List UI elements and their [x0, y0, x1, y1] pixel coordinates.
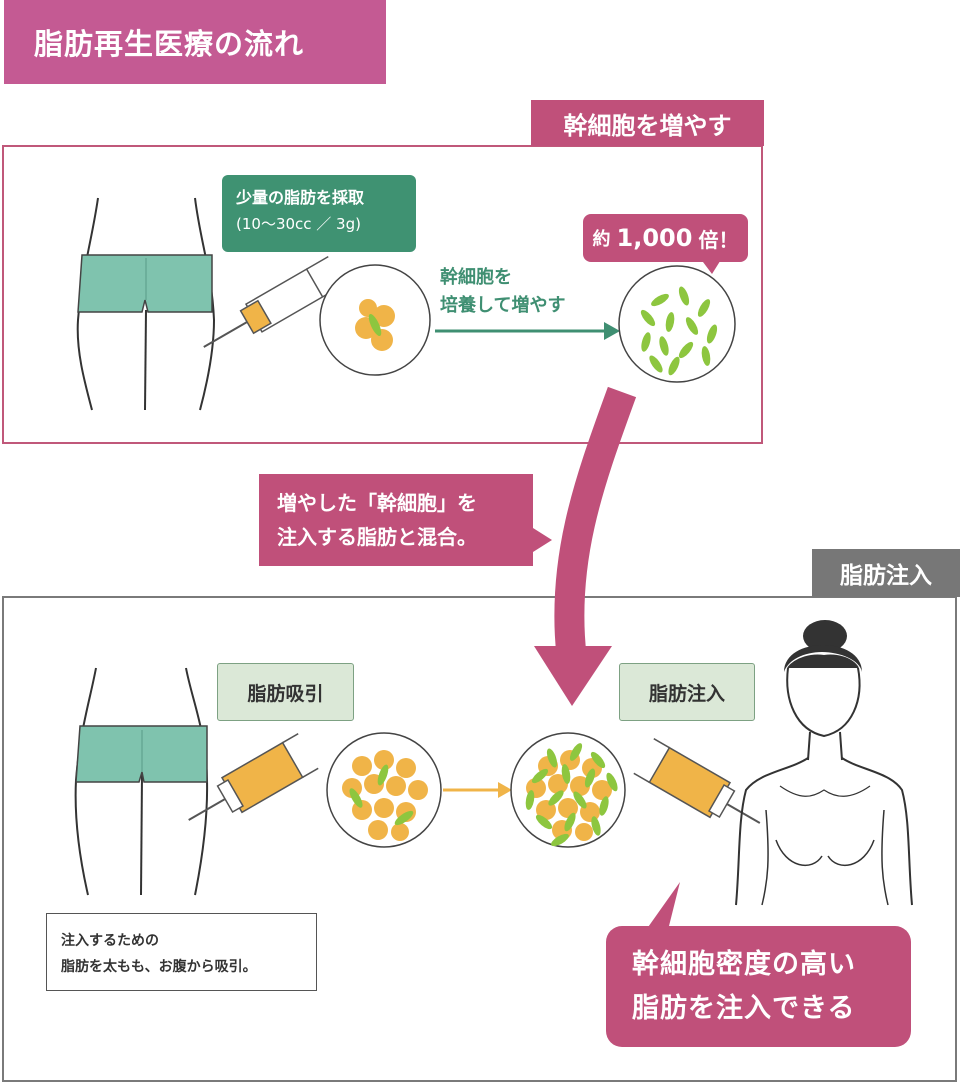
transfer-arrow [534, 386, 637, 706]
culture-caption-line1: 幹細胞を [440, 267, 512, 288]
multiplier-prefix: 約 [592, 229, 611, 250]
syringe-injection [633, 738, 761, 824]
lower-body-figure-top [76, 197, 216, 411]
multiplier-suffix: 倍！ [698, 227, 739, 252]
result-balloon: 幹細胞密度の高い 脂肪を注入できる [606, 926, 911, 1047]
multiplier-balloon-tail [700, 258, 722, 274]
syringe-suction [188, 733, 319, 821]
culture-section-tag: 幹細胞を増やす [531, 100, 764, 146]
injection-label: 脂肪注入 [619, 663, 755, 721]
suction-note: 注入するための 脂肪を太もも、お腹から吸引。 [46, 913, 317, 991]
mix-arrow [443, 782, 512, 798]
stem-cell-culture-panel [2, 145, 763, 444]
harvest-label-main: 少量の脂肪を採取 [236, 188, 365, 207]
stem-cells-many [640, 286, 718, 376]
mix-balloon-line2: 注入する脂肪と混合。 [277, 525, 477, 549]
fat-cells-small [355, 299, 395, 351]
syringe-top [203, 255, 345, 348]
multiplier-balloon: 約 1,000 倍！ [583, 214, 748, 262]
result-balloon-line1: 幹細胞密度の高い [632, 949, 856, 980]
harvest-label: 少量の脂肪を採取 (10〜30cc ／ 3g) [222, 175, 416, 252]
culture-caption: 幹細胞を 培養して増やす [440, 264, 565, 320]
stem-cells-enriched [525, 743, 618, 847]
injection-section-tag: 脂肪注入 [812, 549, 960, 597]
fat-cells-harvested [342, 750, 428, 841]
mix-balloon-line1: 増やした「幹細胞」を [277, 491, 477, 515]
culture-arrow [435, 322, 620, 340]
result-balloon-tail [646, 882, 680, 930]
culture-caption-line2: 培養して増やす [440, 295, 566, 316]
harvest-label-amount: (10〜30cc ／ 3g) [236, 215, 361, 233]
mix-balloon-tail [533, 528, 552, 552]
suction-note-line2: 脂肪を太もも、お腹から吸引。 [61, 959, 257, 975]
result-balloon-line2: 脂肪を注入できる [632, 993, 856, 1024]
suction-label: 脂肪吸引 [217, 663, 354, 721]
page-title: 脂肪再生医療の流れ [4, 0, 386, 84]
shorts-top [77, 254, 213, 313]
suction-note-line1: 注入するための [61, 933, 159, 949]
fat-injection-panel [2, 596, 957, 1082]
mix-balloon: 増やした「幹細胞」を 注入する脂肪と混合。 [259, 474, 533, 566]
multiplier-value: 1,000 [616, 224, 693, 252]
woman-figure [735, 620, 913, 906]
